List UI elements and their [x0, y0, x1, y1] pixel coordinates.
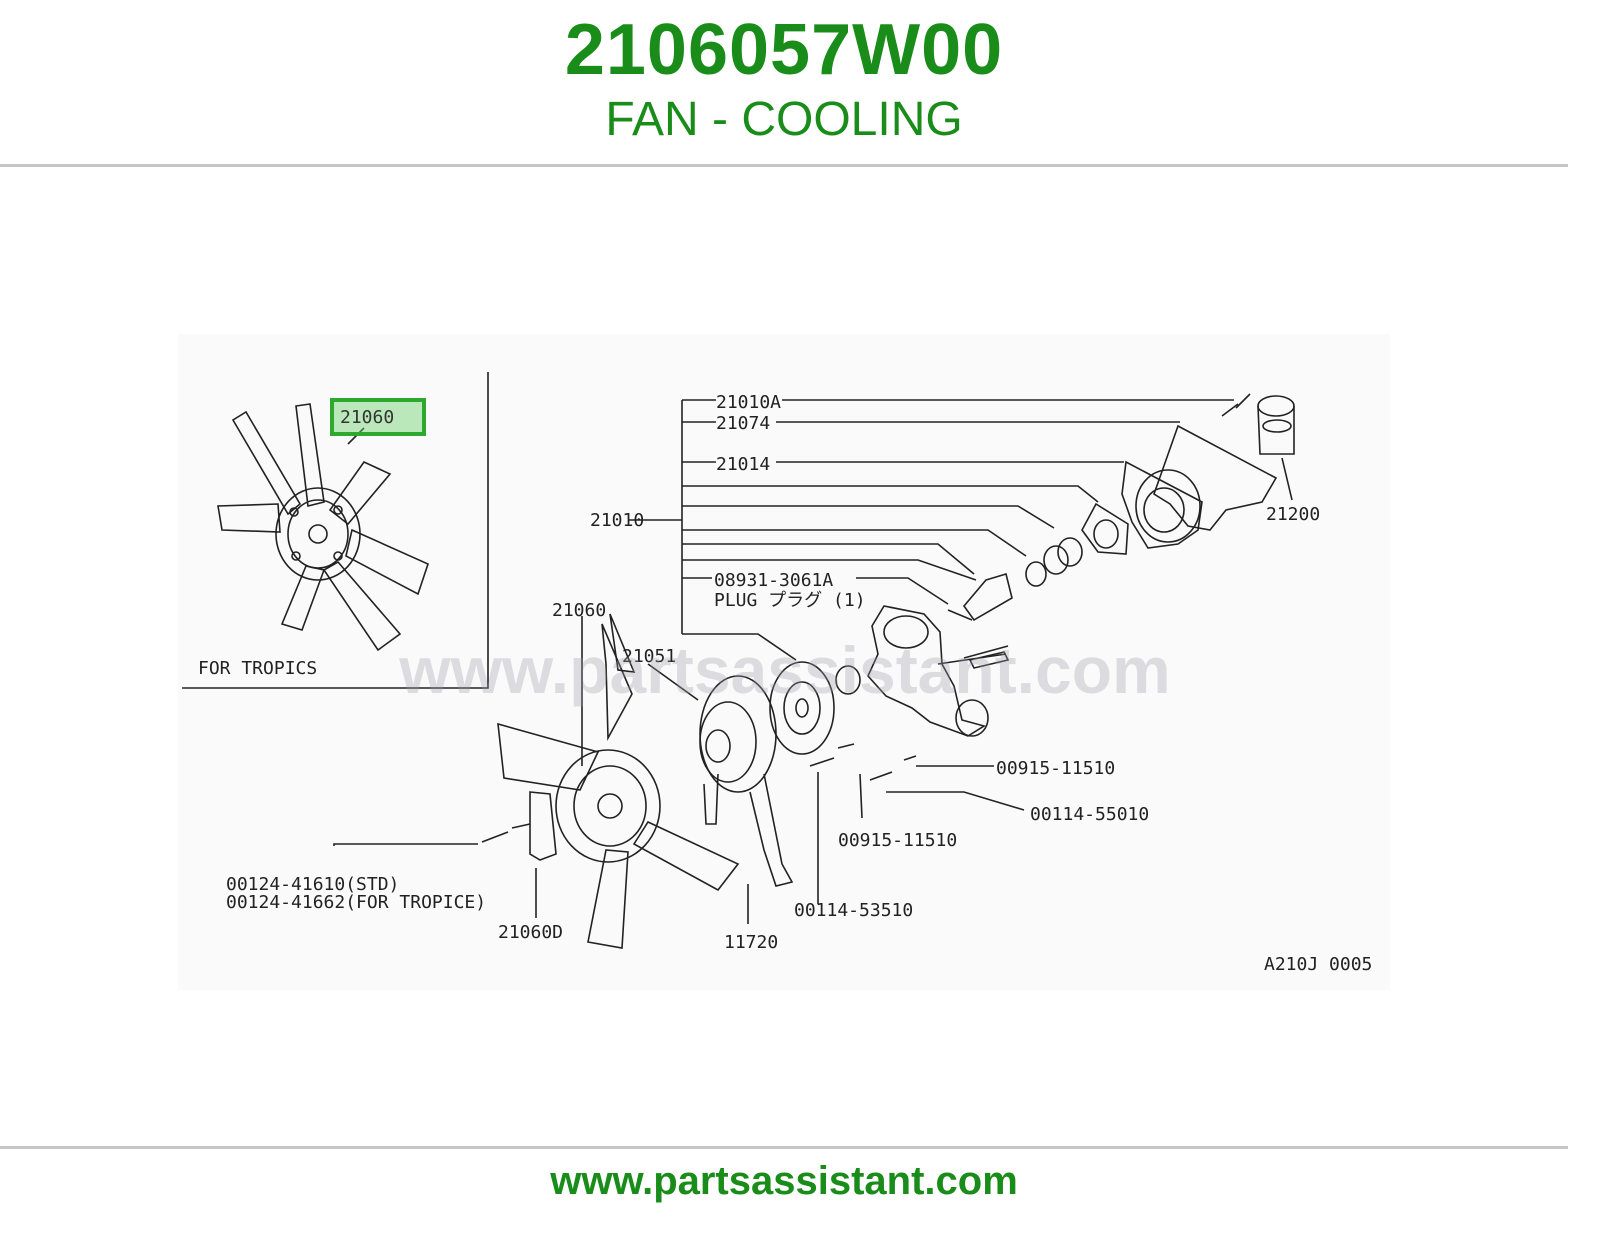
main-fan-drawing — [497, 613, 740, 949]
label-08931-3061A: 08931-3061A — [714, 570, 833, 591]
belt-drawing — [703, 773, 794, 887]
footer-divider — [0, 1146, 1568, 1149]
label-21200: 21200 — [1266, 504, 1320, 525]
part-number: 2106057W00 — [564, 10, 1004, 90]
label-00114-55010: 00114-55010 — [1030, 804, 1149, 825]
header: 2106057W00 FAN - COOLING — [0, 0, 1568, 166]
label-00915-11510-a: 00915-11510 — [996, 758, 1115, 779]
pulley-drawing — [699, 661, 835, 793]
highlighted-part-label: 21060 — [340, 407, 394, 428]
inset-caption: FOR TROPICS — [198, 658, 317, 679]
thermostat-drawing — [1221, 393, 1295, 501]
label-21010A: 21010A — [716, 392, 781, 413]
label-00915-11510-b: 00915-11510 — [838, 830, 957, 851]
highlighted-part-label-layer: 21060 — [340, 407, 394, 428]
label-00124-41610: 00124-41610(STD) — [226, 874, 399, 895]
highlighted-part-callout[interactable] — [330, 398, 426, 436]
diagram-panel — [178, 334, 1390, 990]
label-21060D: 21060D — [498, 922, 563, 943]
label-21010: 21010 — [590, 510, 644, 531]
watermark-text: www.partsassistant.com — [399, 633, 1171, 707]
footer-url[interactable]: www.partsassistant.com — [550, 1159, 1018, 1203]
label-21014: 21014 — [716, 454, 770, 475]
parts-diagram: FOR TROPICS 21010A 21074 21014 21010 089… — [182, 372, 1372, 975]
label-11720: 11720 — [724, 932, 778, 953]
water-pump-drawing — [835, 424, 1278, 737]
label-21074: 21074 — [716, 413, 770, 434]
label-leaders — [333, 616, 1025, 924]
diagram-code: A210J 0005 — [1264, 954, 1372, 975]
diagram-labels: FOR TROPICS 21010A 21074 21014 21010 089… — [198, 392, 1372, 975]
header-divider — [0, 164, 1568, 167]
label-plug: PLUG プラグ (1) — [714, 590, 866, 611]
inset-frame — [182, 372, 489, 689]
label-21060: 21060 — [552, 600, 606, 621]
inset-fan-drawing — [217, 403, 429, 652]
bolts-drawing — [481, 645, 1009, 843]
label-00114-53510: 00114-53510 — [794, 900, 913, 921]
leader-bracket-21010 — [628, 399, 1234, 661]
part-name: FAN - COOLING — [605, 93, 963, 146]
label-21051: 21051 — [622, 646, 676, 667]
label-00124-41662: 00124-41662(FOR TROPICE) — [226, 892, 486, 913]
